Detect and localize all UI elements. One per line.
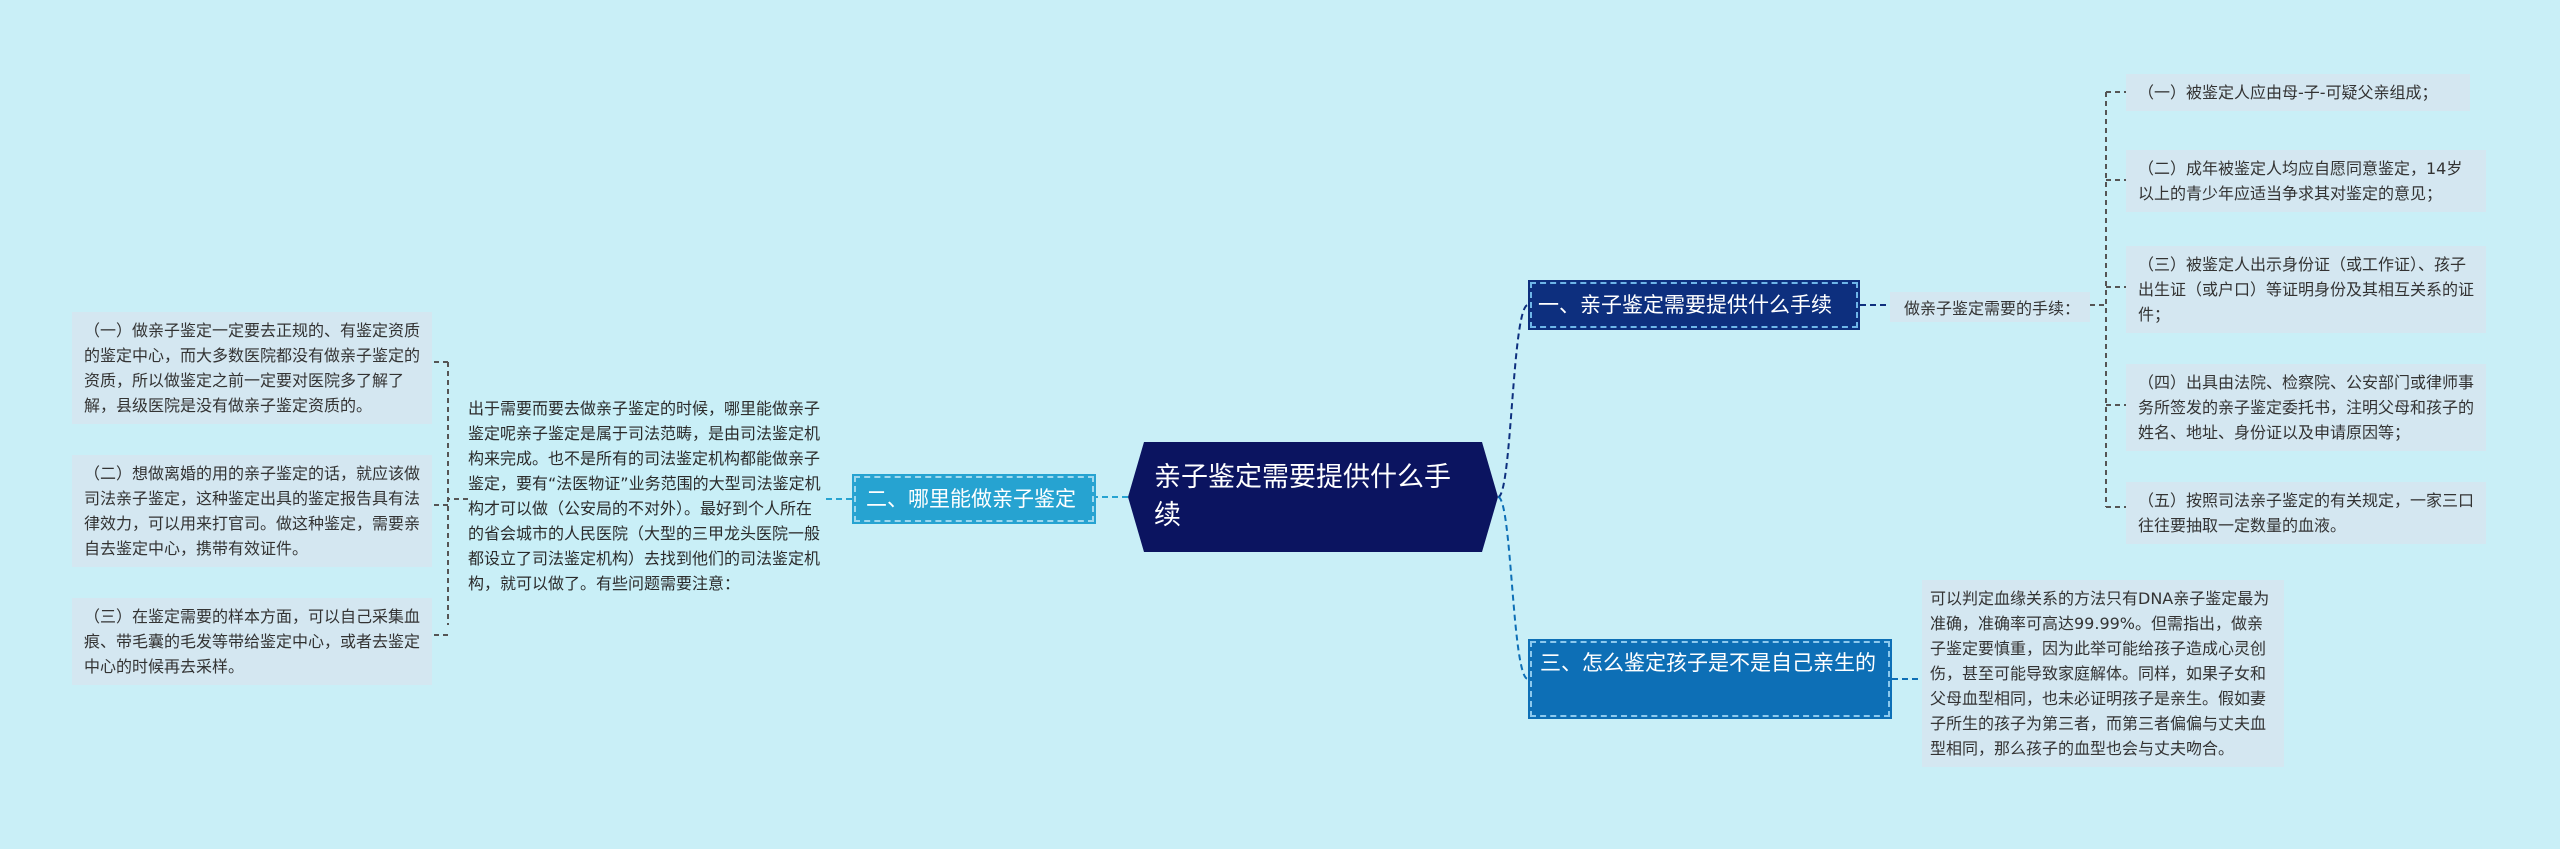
link-root-branch1 <box>1497 304 1529 498</box>
branch3-label: 三、怎么鉴定孩子是不是自己亲生的 <box>1540 651 1876 675</box>
link-b2sub-items <box>447 362 468 625</box>
branch2-item-2[interactable]: （二）想做离婚的用的亲子鉴定的话，就应该做司法亲子鉴定，这种鉴定出具的鉴定报告具… <box>72 455 432 567</box>
branch1-item-5[interactable]: （五）按照司法亲子鉴定的有关规定，一家三口往往要抽取一定数量的血液。 <box>2126 482 2486 544</box>
branch2-node[interactable]: 二、哪里能做亲子鉴定 <box>852 474 1096 524</box>
branch1-item-1[interactable]: （一）被鉴定人应由母-子-可疑父亲组成； <box>2126 74 2470 111</box>
link-root-branch3 <box>1497 496 1529 680</box>
branch2-item-3[interactable]: （三）在鉴定需要的样本方面，可以自己采集血痕、带毛囊的毛发等带给鉴定中心，或者去… <box>72 598 432 685</box>
branch1-item-3[interactable]: （三）被鉴定人出示身份证（或工作证）、孩子出生证（或户口）等证明身份及其相互关系… <box>2126 246 2486 333</box>
branch1-label: 一、亲子鉴定需要提供什么手续 <box>1538 293 1832 317</box>
branch3-node[interactable]: 三、怎么鉴定孩子是不是自己亲生的 <box>1528 639 1892 719</box>
branch2-label: 二、哪里能做亲子鉴定 <box>866 487 1076 511</box>
branch2-item-1[interactable]: （一）做亲子鉴定一定要去正规的、有鉴定资质的鉴定中心，而大多数医院都没有做亲子鉴… <box>72 312 432 424</box>
branch3-sub-node[interactable]: 可以判定血缘关系的方法只有DNA亲子鉴定最为准确，准确率可高达99.99%。但需… <box>1922 580 2284 767</box>
branch1-node[interactable]: 一、亲子鉴定需要提供什么手续 <box>1528 280 1860 330</box>
branch1-item-4[interactable]: （四）出具由法院、检察院、公安部门或律师事务所签发的亲子鉴定委托书，注明父母和孩… <box>2126 364 2486 451</box>
root-label: 亲子鉴定需要提供什么手续 <box>1154 462 1451 531</box>
link-sub-items <box>2090 92 2107 507</box>
branch2-sub-node[interactable]: 出于需要而要去做亲子鉴定的时候，哪里能做亲子鉴定呢亲子鉴定是属于司法范畴，是由司… <box>468 399 821 593</box>
branch1-sub-node[interactable]: 做亲子鉴定需要的手续： <box>1890 292 2090 322</box>
branch1-item-2[interactable]: （二）成年被鉴定人均应自愿同意鉴定，14岁以上的青少年应适当争求其对鉴定的意见； <box>2126 150 2486 212</box>
root-node[interactable]: 亲子鉴定需要提供什么手续 <box>1128 442 1498 552</box>
